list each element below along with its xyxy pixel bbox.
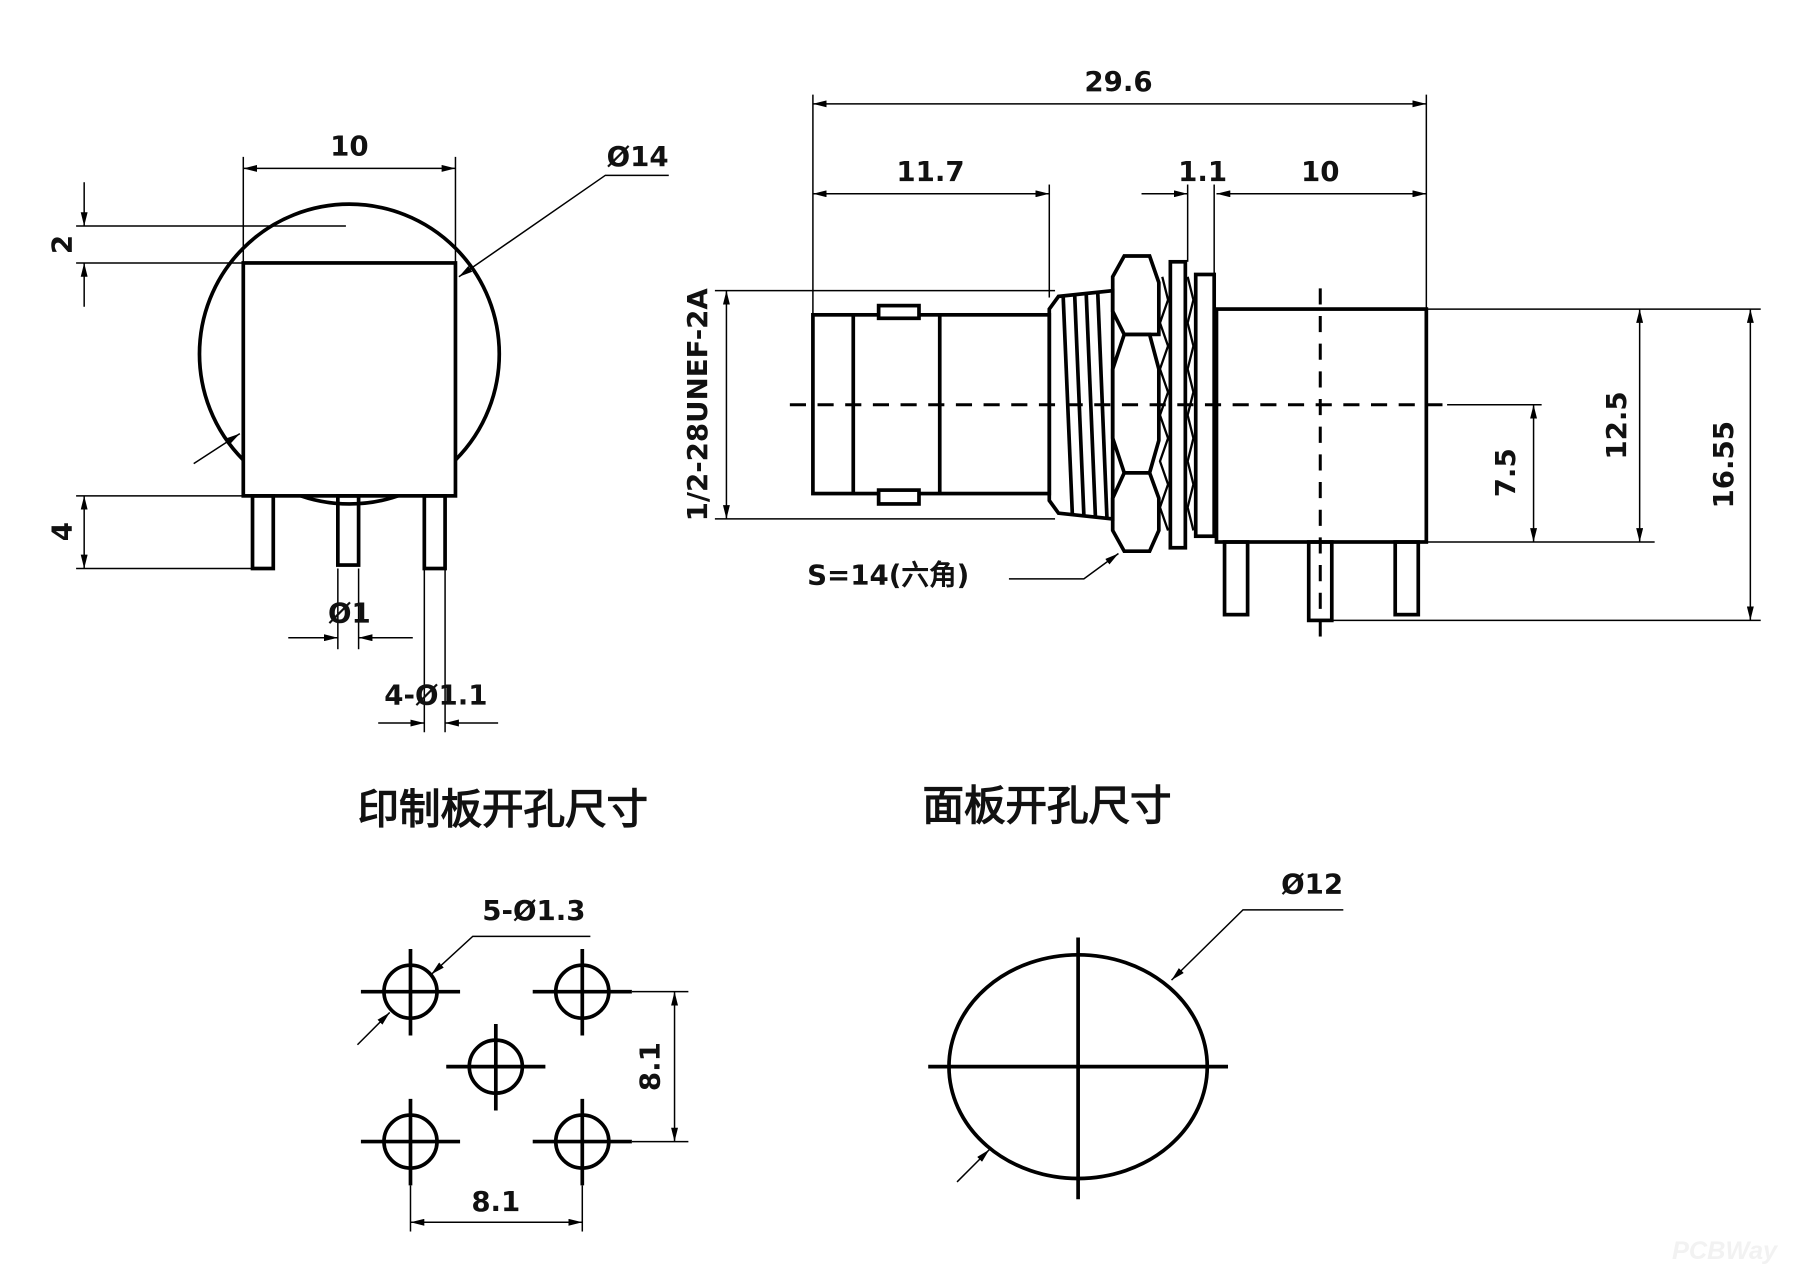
pin xyxy=(1393,540,1421,617)
panel-cutout-title: 面板开孔尺寸 xyxy=(922,781,1171,830)
dim-overall-length-label: 29.6 xyxy=(1084,65,1152,98)
panel-cutout: 面板开孔尺寸 Ø12 xyxy=(922,781,1344,1200)
dim-width-label: 10 xyxy=(330,130,369,163)
pin xyxy=(336,494,361,567)
leader-holes xyxy=(430,935,591,975)
hex-nut xyxy=(1110,254,1161,554)
pcb-cutout: 印制板开孔尺寸 5-Ø1.3 8.1 8.1 xyxy=(356,784,689,1232)
dim-plug-length-label: 11.7 xyxy=(896,155,964,188)
leader-panel-diameter xyxy=(1170,909,1344,981)
dim-pins-dia-label: 4-Ø1.1 xyxy=(384,679,487,712)
dim-body-length-label: 10 xyxy=(1301,155,1340,188)
dim-total-height-label: 16.55 xyxy=(1707,421,1740,508)
hex-size-label: S=14(六角) xyxy=(807,559,969,592)
leader-diameter xyxy=(458,174,669,278)
pcb-cutout-title: 印制板开孔尺寸 xyxy=(357,784,648,833)
bayonet-pin-top xyxy=(876,303,921,321)
bayonet-pin-bottom xyxy=(876,488,921,506)
pin xyxy=(250,494,276,571)
watermark-logo: PCBWay xyxy=(1672,1237,1779,1265)
dim-vertical-spacing-label: 8.1 xyxy=(634,1042,667,1091)
flange-circle xyxy=(197,202,502,506)
dim-center-height-label: 7.5 xyxy=(1489,448,1522,497)
dim-diameter-label: Ø14 xyxy=(607,140,669,173)
dim-washer-label: 1.1 xyxy=(1178,155,1227,188)
front-view: 29.6 11.7 1.1 10 1/2-28UNEF-2A S=14(六角) … xyxy=(681,65,1761,642)
dim-horizontal-spacing-label: 8.1 xyxy=(471,1185,520,1218)
dim-offset-label: 2 xyxy=(45,235,78,254)
pin xyxy=(1222,540,1250,617)
side-view: 10 Ø14 2 4 Ø1 4-Ø1.1 xyxy=(45,130,669,733)
body-rect xyxy=(241,261,458,498)
dim-body-height-label: 12.5 xyxy=(1600,391,1633,459)
dim-pin-length-label: 4 xyxy=(45,522,78,541)
dim-thread-label: 1/2-28UNEF-2A xyxy=(681,288,714,522)
dim-pin-dia-label: Ø1 xyxy=(328,597,371,630)
dim-holes-label: 5-Ø1.3 xyxy=(482,894,585,927)
pin xyxy=(422,494,447,571)
leader-hex xyxy=(1008,552,1119,580)
dim-panel-diameter-label: Ø12 xyxy=(1281,868,1343,901)
